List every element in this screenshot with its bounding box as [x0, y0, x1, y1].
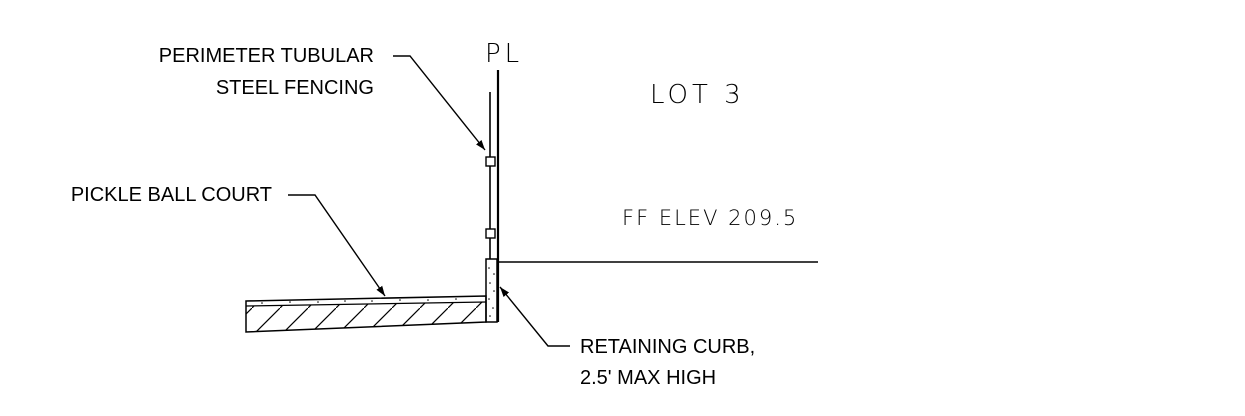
lot-label: LOT 3: [650, 80, 745, 110]
fence-rail-top: [485, 156, 496, 167]
elevation-label: FF ELEV 209.5: [622, 206, 798, 230]
fencing-leader: [393, 55, 486, 151]
retaining-curb: [485, 258, 498, 323]
curb-leader: [499, 286, 570, 347]
fence-rail-bottom: [485, 228, 496, 239]
court-surface-line: [245, 301, 487, 307]
fencing-callout-line1: PERIMETER TUBULAR: [159, 45, 374, 67]
court-surface-stipple: [261, 298, 457, 304]
curb-stipple: [488, 267, 495, 317]
court-callout: PICKLE BALL COURT: [71, 184, 272, 206]
property-line-label: PL: [485, 39, 523, 69]
court-leader: [288, 194, 386, 297]
curb-callout-line1: RETAINING CURB,: [580, 336, 755, 358]
fencing-callout-line2: STEEL FENCING: [216, 77, 374, 99]
court-slab-outline: [245, 295, 487, 333]
curb-callout-line2: 2.5' MAX HIGH: [580, 367, 716, 389]
